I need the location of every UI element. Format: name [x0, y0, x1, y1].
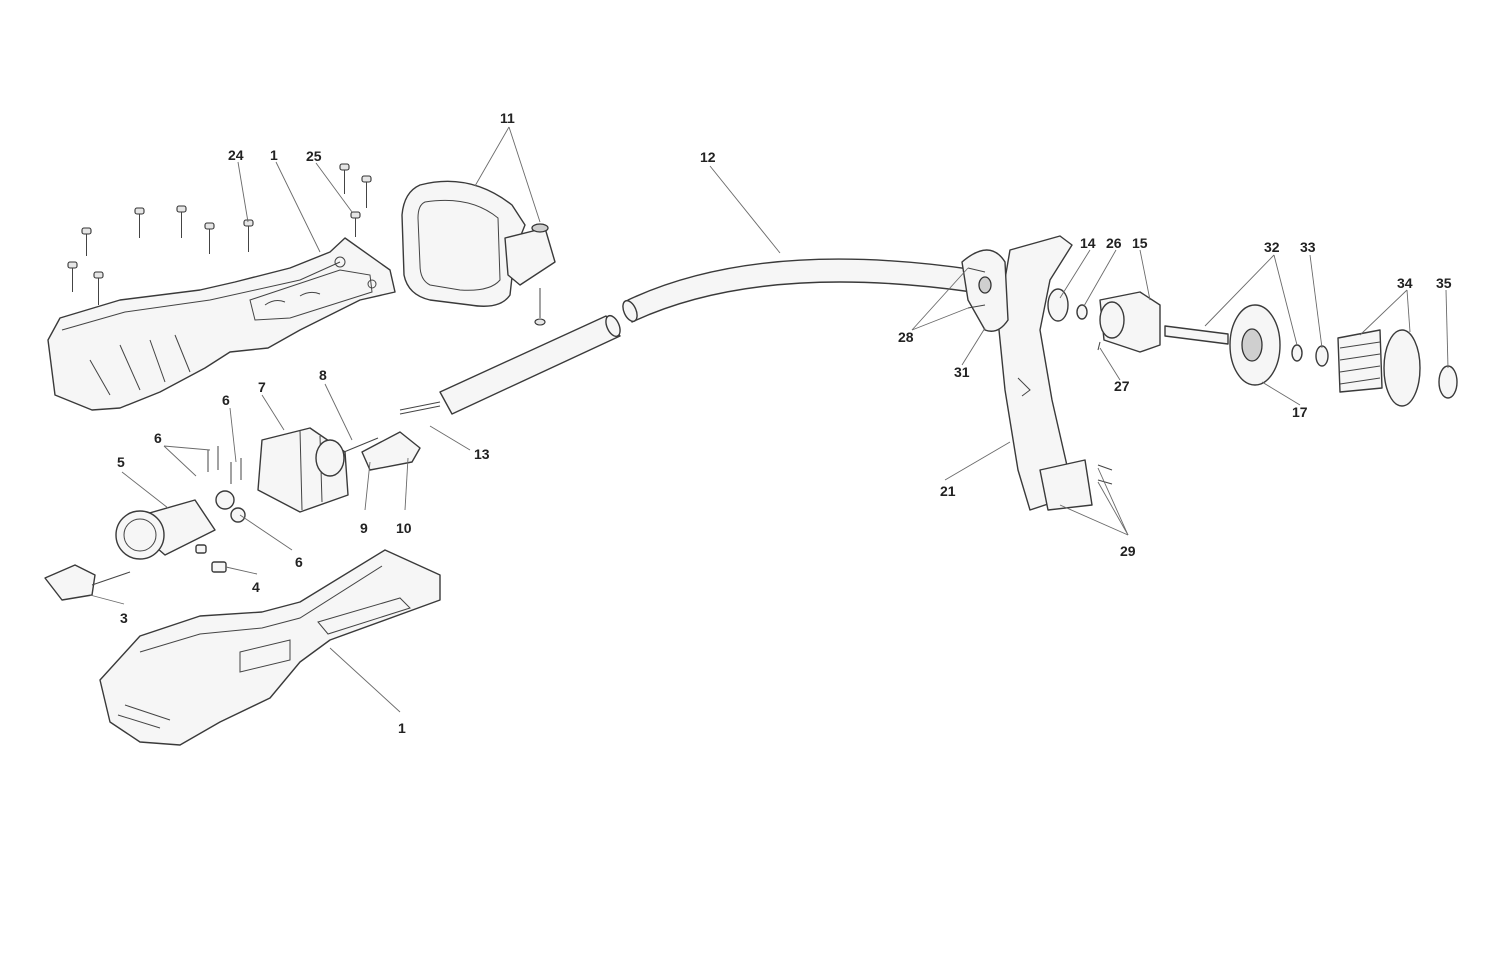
callout-5: 5 [117, 454, 125, 470]
screw [67, 261, 78, 292]
screw [204, 222, 215, 254]
grass-guard [961, 235, 1113, 511]
callout-31: 31 [954, 364, 970, 380]
housing-screws [67, 163, 372, 305]
screw [350, 211, 361, 237]
callout-34: 34 [1397, 275, 1413, 291]
upper-housing-half [47, 237, 396, 411]
screw [176, 205, 187, 238]
callout-21: 21 [940, 483, 956, 499]
callout-26: 26 [1106, 235, 1122, 251]
gear-head [1047, 288, 1161, 353]
callout-3: 3 [120, 610, 128, 626]
auxiliary-handle [401, 180, 556, 326]
callout-15: 15 [1132, 235, 1148, 251]
callout-6: 6 [222, 392, 230, 408]
screw [361, 175, 372, 208]
leader-lines [89, 126, 1449, 713]
callout-1: 1 [398, 720, 406, 736]
callout-12: 12 [700, 149, 716, 165]
lower-housing-half [99, 549, 441, 746]
callout-9: 9 [360, 520, 368, 536]
callout-33: 33 [1300, 239, 1316, 255]
callout-13: 13 [474, 446, 490, 462]
callout-1: 1 [270, 147, 278, 163]
callout-6: 6 [154, 430, 162, 446]
callout-10: 10 [396, 520, 412, 536]
callout-32: 32 [1264, 239, 1280, 255]
callout-11: 11 [500, 110, 515, 126]
trimmer-head [1164, 304, 1458, 407]
screw [93, 271, 104, 305]
callout-4: 4 [252, 579, 260, 595]
callout-14: 14 [1080, 235, 1096, 251]
switch-and-brushes [44, 544, 227, 601]
screw [339, 163, 350, 194]
screw [134, 207, 145, 238]
callout-8: 8 [319, 367, 327, 383]
callout-17: 17 [1292, 404, 1308, 420]
callout-7: 7 [258, 379, 266, 395]
callouts: 11 24 1 25 12 14 26 15 32 33 34 35 28 31… [117, 110, 1452, 736]
motor-assembly [115, 427, 421, 560]
callout-28: 28 [898, 329, 914, 345]
callout-29: 29 [1120, 543, 1136, 559]
callout-27: 27 [1114, 378, 1130, 394]
callout-25: 25 [306, 148, 322, 164]
callout-35: 35 [1436, 275, 1452, 291]
screw [243, 219, 254, 252]
screw [81, 227, 92, 256]
callout-6: 6 [295, 554, 303, 570]
callout-24: 24 [228, 147, 244, 163]
